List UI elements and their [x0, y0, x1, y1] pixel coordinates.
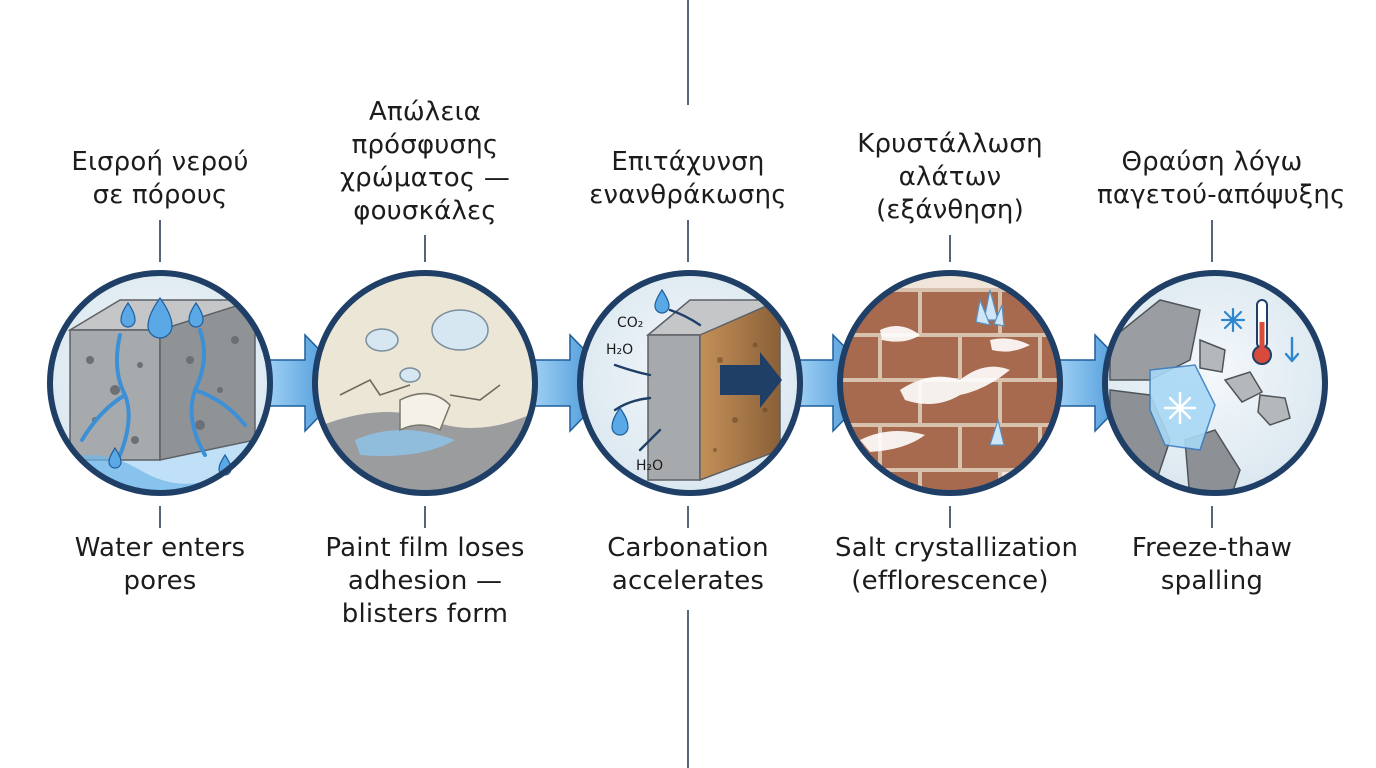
water-drop-icon: [611, 288, 670, 436]
step-4-english-label: Salt crystallization (efflorescence): [835, 533, 1079, 596]
paint-blister-icon: [365, 309, 489, 383]
step-2-greek-label: Απώλεια πρόσφυσης χρώματος — φουσκάλες: [339, 97, 511, 226]
step-4-greek-label: Κρυστάλλωση αλάτων (εξάνθηση): [857, 129, 1043, 225]
co2-label: CO₂: [617, 315, 643, 331]
paint-peel: [399, 392, 451, 432]
step-2-english-label: Paint film loses adhesion — blisters for…: [325, 533, 525, 629]
step-3-english-label: Carbonation accelerates: [607, 533, 769, 596]
connector-lines: [159, 0, 1213, 768]
h2o-upper-label: H₂O: [606, 342, 633, 358]
step-3-greek-label: Επιτάχυνση ενανθράκωσης: [589, 147, 787, 210]
h2o-lower-label: H₂O: [636, 458, 663, 474]
step-5-english-label: Freeze-thaw spalling: [1131, 533, 1293, 596]
step-1-greek-label: Εισροή νερού σε πόρους: [71, 147, 249, 210]
water-drop-icon: [108, 296, 232, 476]
circle-carbonation: [577, 270, 803, 496]
circle-freeze-thaw: [1102, 270, 1328, 496]
down-arrow-icon: [1284, 336, 1300, 363]
thermometer-icon: [1252, 299, 1272, 365]
circle-paint-blisters: [312, 270, 538, 496]
step-5-greek-label: Θραύση λόγω παγετού-απόψυξης: [1097, 147, 1346, 210]
ice-crystal-icon: [975, 289, 1005, 446]
circle-water-enters: [47, 270, 273, 496]
snowflake-icon: [1220, 307, 1246, 333]
ice-crystal-icon: [1163, 391, 1197, 425]
step-1-english-label: Water enters pores: [74, 533, 246, 596]
circle-salt-crystallization: [837, 270, 1063, 496]
